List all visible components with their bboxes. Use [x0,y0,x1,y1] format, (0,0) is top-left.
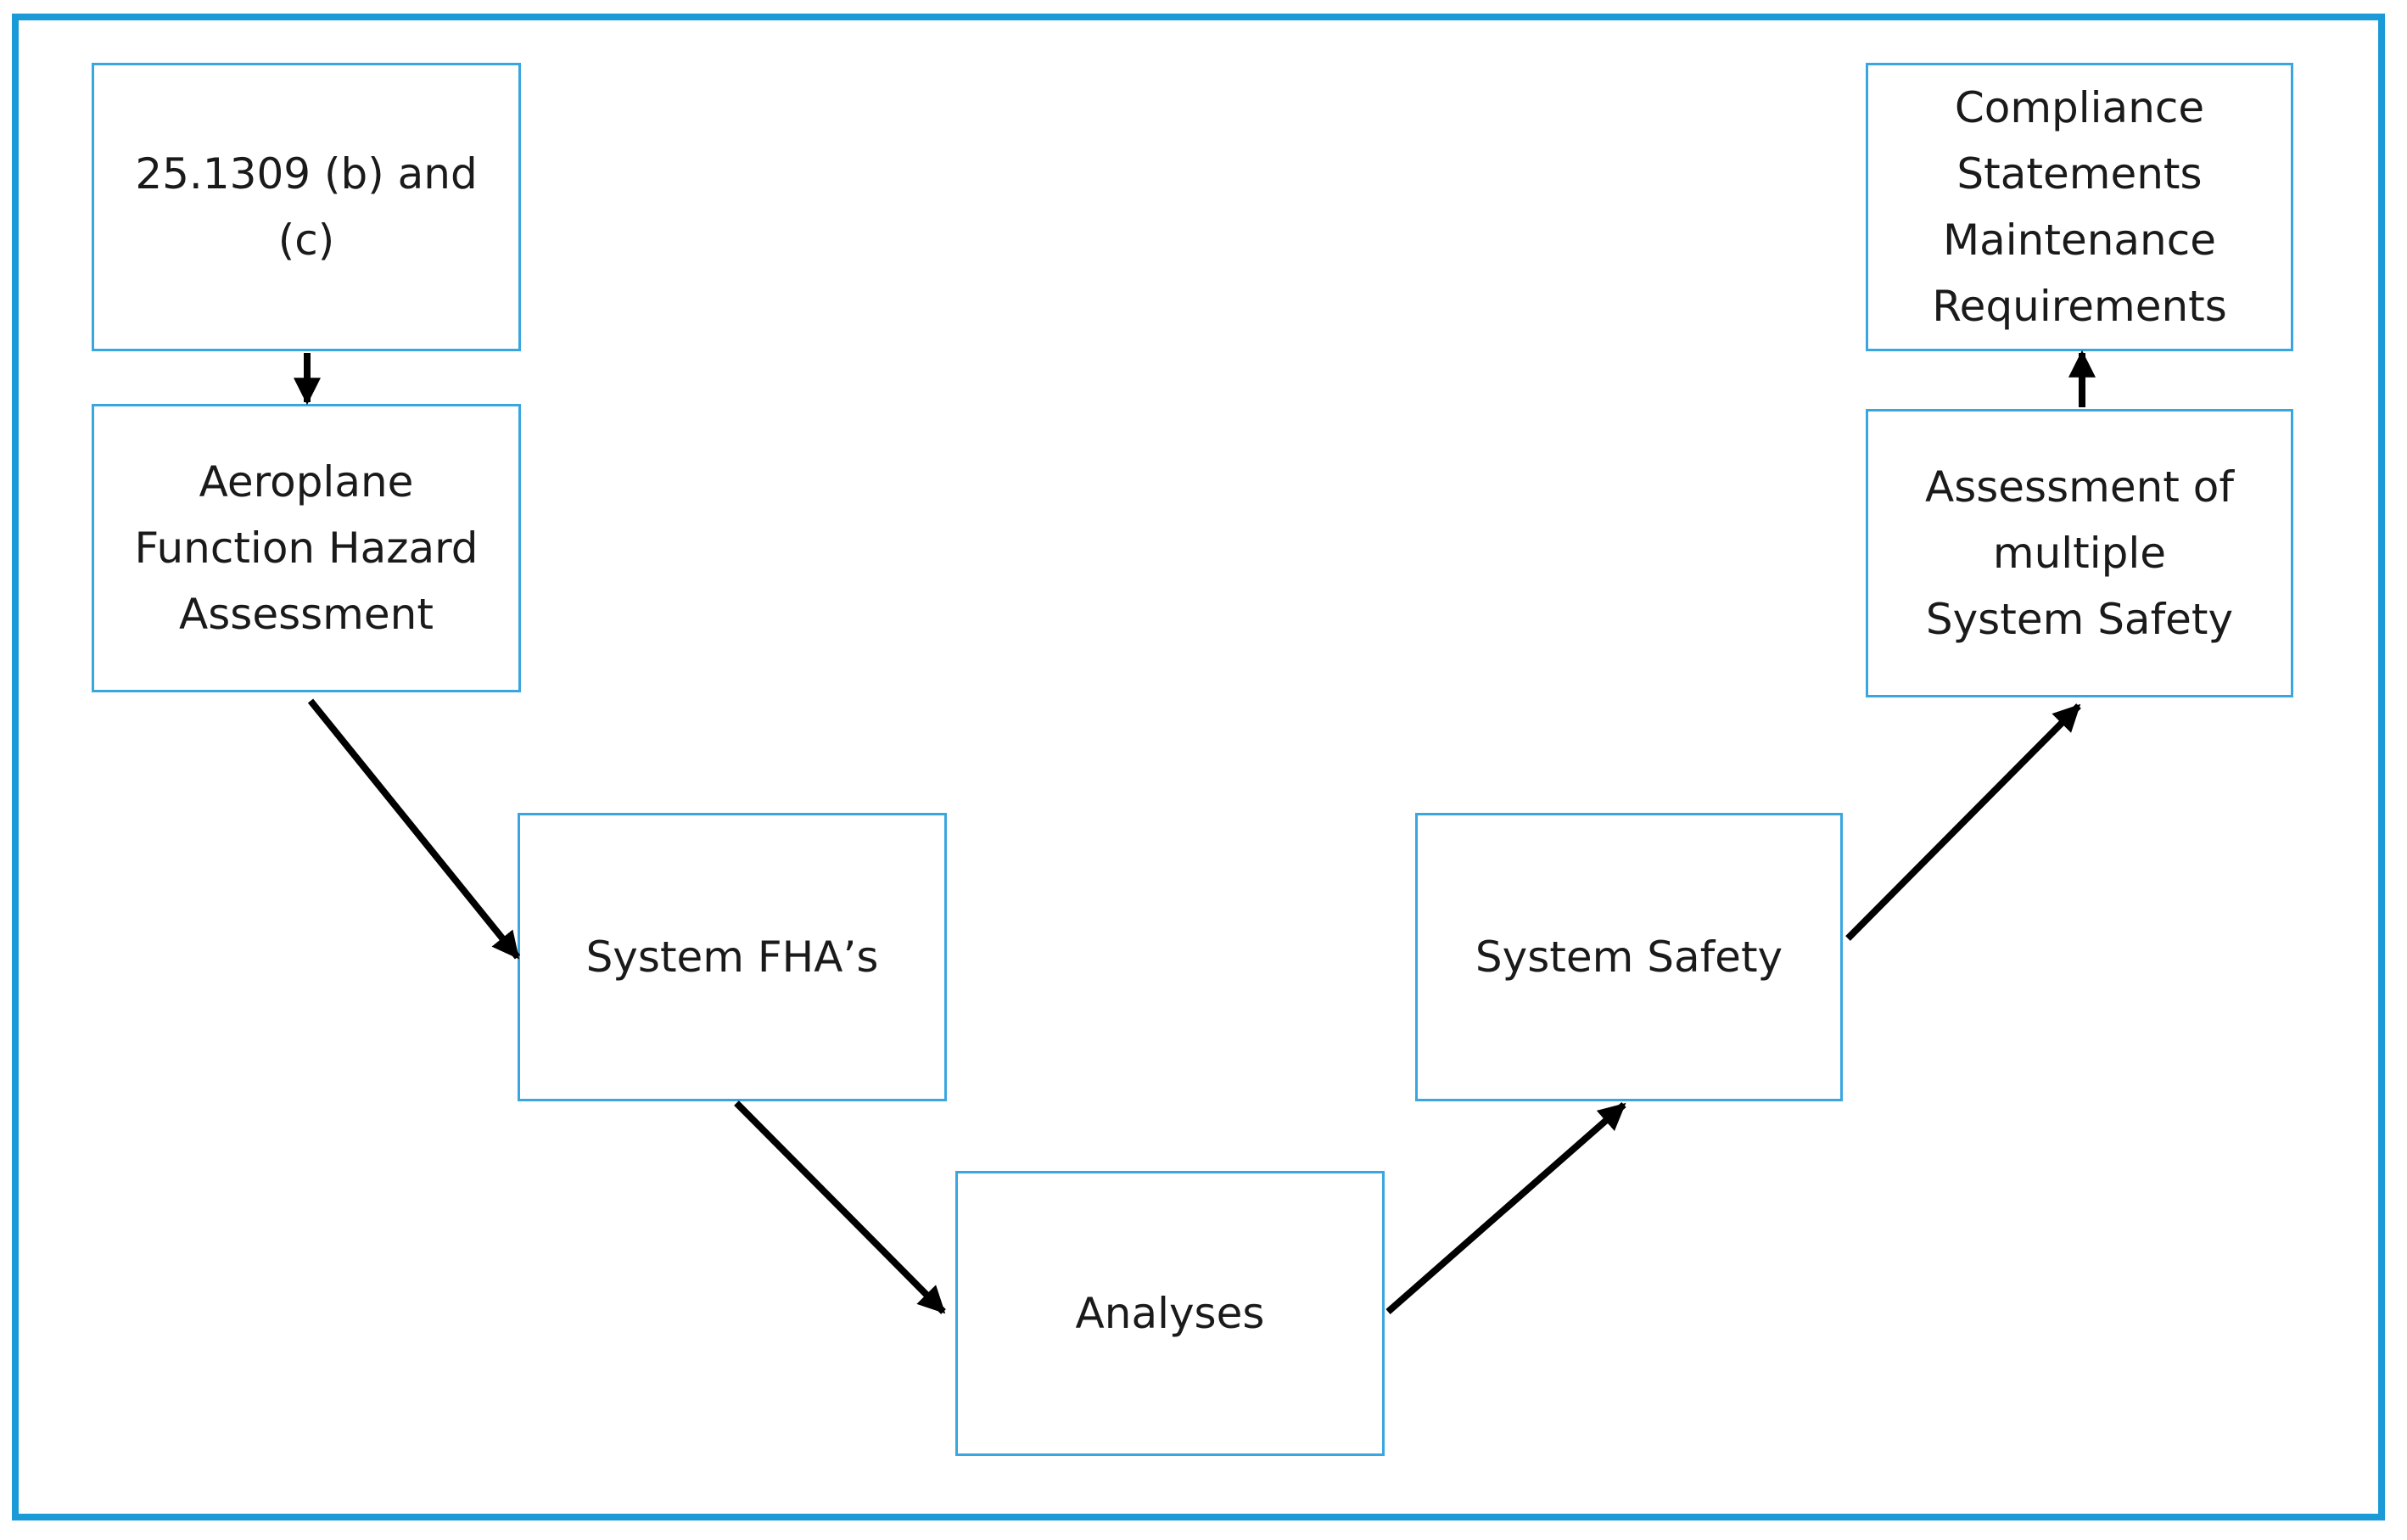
node-label: Aeroplane Function Hazard Assessment [134,457,479,639]
node-multiple-assessment: Assessment of multiple System Safety [1866,409,2293,697]
node-system-fha: System FHA’s [518,813,947,1101]
node-label: Compliance Statements Maintenance Requir… [1932,83,2227,331]
node-label: System FHA’s [585,932,879,982]
node-analyses: Analyses [955,1171,1385,1456]
node-label: Analyses [1075,1289,1265,1338]
node-label: 25.1309 (b) and (c) [135,149,478,265]
node-compliance: Compliance Statements Maintenance Requir… [1866,63,2293,351]
node-label: Assessment of multiple System Safety [1924,462,2234,644]
node-regulation: 25.1309 (b) and (c) [92,63,521,351]
node-system-safety: System Safety [1415,813,1843,1101]
node-label: System Safety [1475,932,1783,982]
node-aeroplane-fha: Aeroplane Function Hazard Assessment [92,404,521,692]
